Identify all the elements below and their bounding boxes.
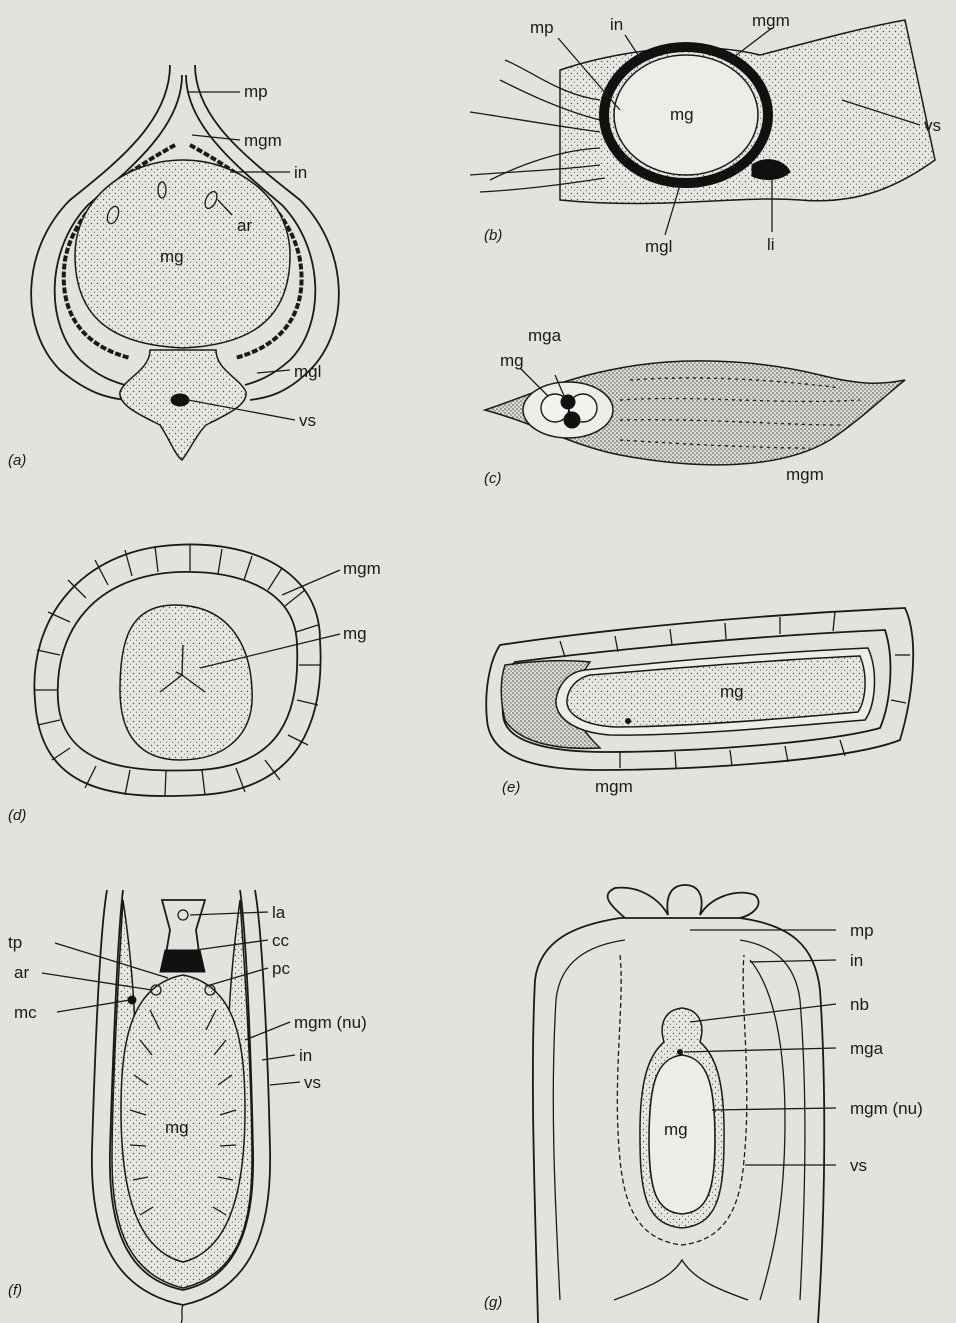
g-label-mgm-nu: mgm (nu) (850, 1099, 923, 1118)
a-label-in: in (294, 163, 307, 182)
d-label-mgm: mgm (343, 559, 381, 578)
panel-g: mp in nb mga mgm (nu) mg vs (g) (484, 885, 923, 1323)
e-label-mgm: mgm (595, 777, 633, 796)
a-label-vs: vs (299, 411, 316, 430)
c-label-mga: mga (528, 326, 562, 345)
e-label-mg: mg (720, 682, 744, 701)
panel-b: mp in mgm mg vs mgl li (b) (470, 11, 941, 256)
c-caption: (c) (484, 470, 502, 487)
f-label-la: la (272, 903, 286, 922)
g-label-mp: mp (850, 921, 874, 940)
g-label-mga: mga (850, 1039, 884, 1058)
panel-d: mgm mg (d) (8, 544, 381, 824)
panel-f: la cc tp pc ar mc mgm (nu) in vs mg (f) (8, 890, 367, 1323)
a-caption: (a) (8, 452, 26, 469)
f-label-tp: tp (8, 933, 22, 952)
a-label-mp: mp (244, 82, 268, 101)
d-label-mg: mg (343, 624, 367, 643)
g-label-in: in (850, 951, 863, 970)
f-label-pc: pc (272, 959, 290, 978)
f-label-vs: vs (304, 1073, 321, 1092)
b-label-in: in (610, 15, 623, 34)
g-label-vs: vs (850, 1156, 867, 1175)
f-label-mc: mc (14, 1003, 37, 1022)
panel-a: mp mgm in ar mg mgl vs (a) (8, 65, 339, 469)
g-caption: (g) (484, 1294, 502, 1311)
c-label-mg: mg (500, 351, 524, 370)
b-label-li: li (767, 235, 775, 254)
g-label-mg: mg (664, 1120, 688, 1139)
b-label-mg: mg (670, 105, 694, 124)
b-label-mgm: mgm (752, 11, 790, 30)
b-label-mgl: mgl (645, 237, 672, 256)
a-label-ar: ar (237, 216, 252, 235)
f-label-ar: ar (14, 963, 29, 982)
f-label-mg: mg (165, 1118, 189, 1137)
b-caption: (b) (484, 227, 502, 244)
b-label-vs: vs (924, 116, 941, 135)
panel-c: mg mga mgm (c) (484, 326, 905, 487)
a-label-mg: mg (160, 247, 184, 266)
c-label-mgm: mgm (786, 465, 824, 484)
f-label-mgm-nu: mgm (nu) (294, 1013, 367, 1032)
a-label-mgl: mgl (294, 362, 321, 381)
a-label-mgm: mgm (244, 131, 282, 150)
d-caption: (d) (8, 807, 26, 824)
b-label-mp: mp (530, 18, 554, 37)
f-label-cc: cc (272, 931, 290, 950)
f-label-in: in (299, 1046, 312, 1065)
e-caption: (e) (502, 779, 520, 796)
g-label-nb: nb (850, 995, 869, 1014)
panel-e: mg mgm (e) (486, 608, 913, 796)
f-caption: (f) (8, 1282, 22, 1299)
